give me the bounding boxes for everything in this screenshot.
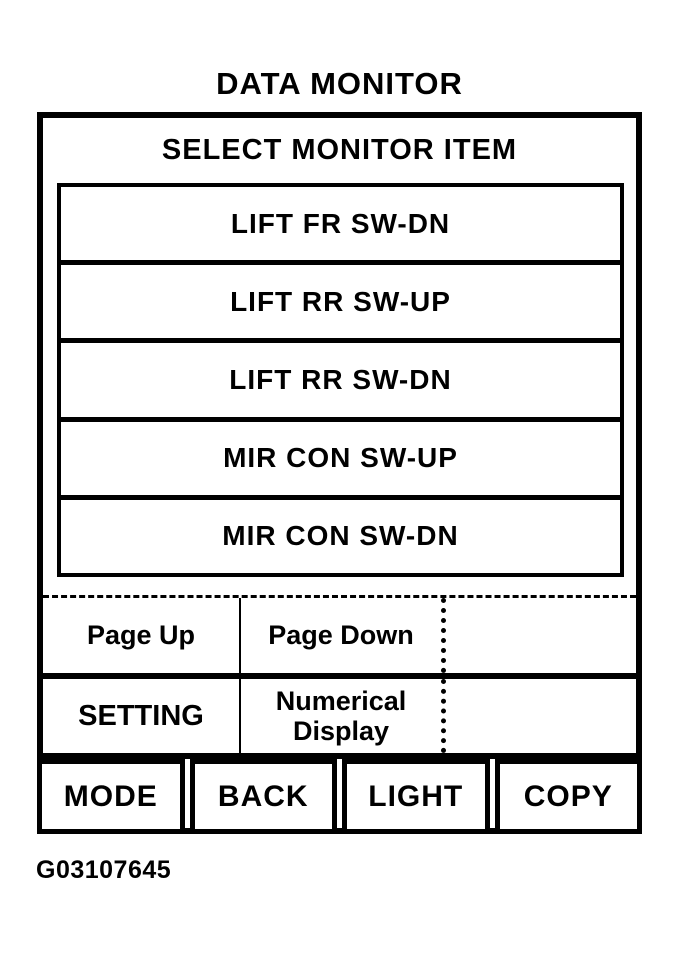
monitor-item-mir-con-sw-up[interactable]: MIR CON SW-UP xyxy=(61,416,620,495)
data-monitor-panel: SELECT MONITOR ITEM LIFT FR SW-DN LIFT R… xyxy=(37,112,642,834)
monitor-item-lift-rr-sw-up[interactable]: LIFT RR SW-UP xyxy=(61,260,620,339)
figure-id: G03107645 xyxy=(36,856,172,884)
monitor-item-list: LIFT FR SW-DN LIFT RR SW-UP LIFT RR SW-D… xyxy=(57,183,624,577)
back-button[interactable]: BACK xyxy=(189,759,337,834)
mode-button[interactable]: MODE xyxy=(37,759,185,834)
page-title: DATA MONITOR xyxy=(216,66,463,101)
empty-softkey-cell-top xyxy=(441,598,636,673)
softkey-row-setting: SETTING Numerical Display xyxy=(43,673,636,753)
softkey-row-paging: Page Up Page Down xyxy=(43,595,636,673)
monitor-item-lift-rr-sw-dn[interactable]: LIFT RR SW-DN xyxy=(61,338,620,417)
light-button[interactable]: LIGHT xyxy=(342,759,490,834)
page-up-button[interactable]: Page Up xyxy=(86,620,196,650)
page-down-button[interactable]: Page Down xyxy=(239,598,441,673)
setting-button[interactable]: SETTING xyxy=(78,699,204,732)
monitor-item-lift-fr-sw-dn[interactable]: LIFT FR SW-DN xyxy=(61,187,620,261)
copy-button[interactable]: COPY xyxy=(494,759,642,834)
monitor-item-mir-con-sw-dn[interactable]: MIR CON SW-DN xyxy=(61,494,620,574)
numerical-display-label-line1: Numerical xyxy=(275,686,407,716)
numerical-display-button[interactable]: Numerical Display xyxy=(239,679,441,753)
numerical-display-label-line2: Display xyxy=(292,716,390,746)
select-monitor-item-header: SELECT MONITOR ITEM xyxy=(161,134,518,166)
empty-softkey-cell-bottom xyxy=(441,679,636,753)
hardkey-row: MODE BACK LIGHT COPY xyxy=(37,753,642,834)
